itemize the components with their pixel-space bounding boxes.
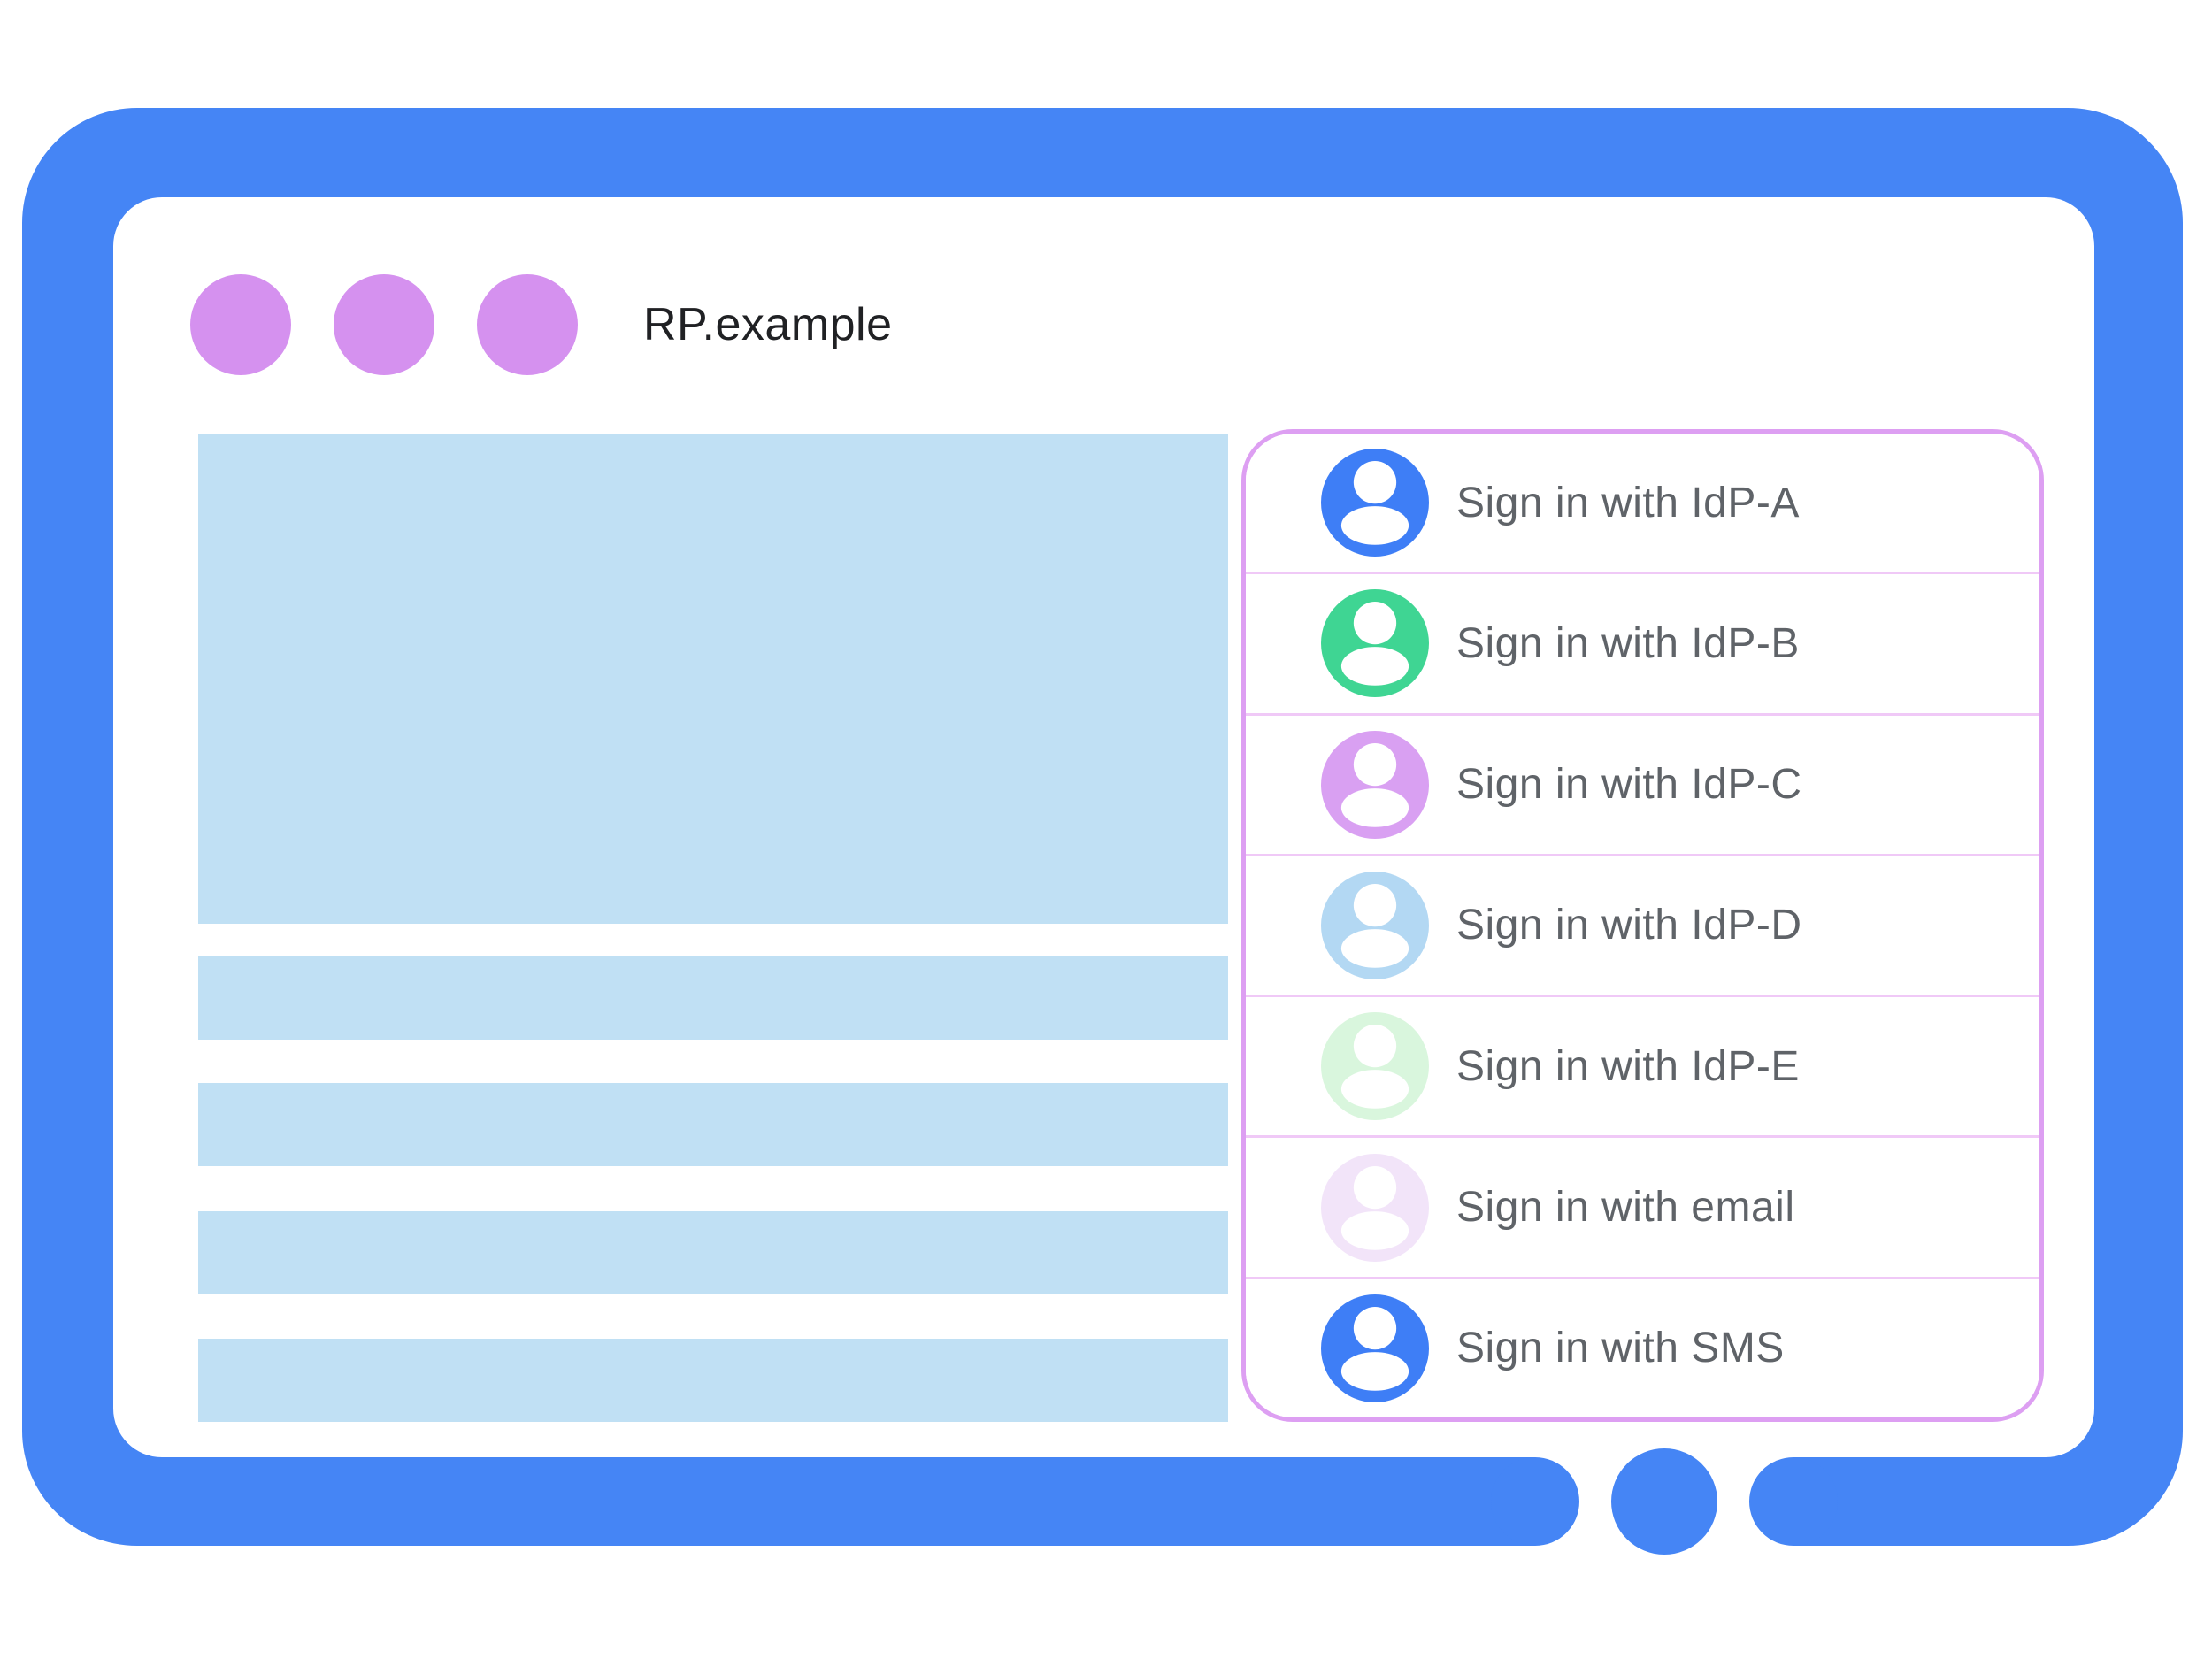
signin-option-idp-a[interactable]: Sign in with IdP-A (1246, 434, 2039, 575)
home-button (1611, 1448, 1717, 1555)
person-icon (1321, 1012, 1429, 1121)
person-icon (1321, 1153, 1429, 1262)
signin-option-label: Sign in with email (1456, 1184, 1795, 1232)
page-title: RP.example (643, 299, 893, 350)
window-dot-icon (190, 274, 291, 375)
frame-bar-left-cap (1491, 1457, 1579, 1546)
person-icon (1321, 1294, 1429, 1402)
signin-option-label: Sign in with IdP-C (1456, 761, 1802, 809)
signin-option-label: Sign in with IdP-B (1456, 619, 1800, 667)
content-placeholder-line (198, 1083, 1228, 1166)
signin-option-idp-d[interactable]: Sign in with IdP-D (1246, 856, 2039, 998)
window-dot-icon (334, 274, 434, 375)
person-icon (1321, 871, 1429, 979)
content-placeholder-hero (198, 434, 1228, 924)
person-icon (1321, 730, 1429, 839)
signin-option-sms[interactable]: Sign in with SMS (1246, 1279, 2039, 1417)
content-placeholder-line (198, 956, 1228, 1040)
window-dot-icon (477, 274, 578, 375)
signin-option-idp-b[interactable]: Sign in with IdP-B (1246, 574, 2039, 716)
signin-chooser-panel: Sign in with IdP-A Sign in with IdP-B Si… (1241, 429, 2044, 1422)
signin-option-label: Sign in with IdP-E (1456, 1042, 1800, 1090)
person-icon (1321, 589, 1429, 698)
content-placeholder-line (198, 1339, 1228, 1422)
signin-option-label: Sign in with IdP-D (1456, 902, 1802, 949)
content-placeholder-line (198, 1211, 1228, 1294)
frame-bar-right-cap (1749, 1457, 1838, 1546)
signin-option-email[interactable]: Sign in with email (1246, 1138, 2039, 1279)
signin-option-label: Sign in with SMS (1456, 1325, 1785, 1372)
person-icon (1321, 449, 1429, 557)
signin-option-idp-e[interactable]: Sign in with IdP-E (1246, 997, 2039, 1139)
signin-option-label: Sign in with IdP-A (1456, 479, 1800, 526)
signin-option-idp-c[interactable]: Sign in with IdP-C (1246, 715, 2039, 856)
